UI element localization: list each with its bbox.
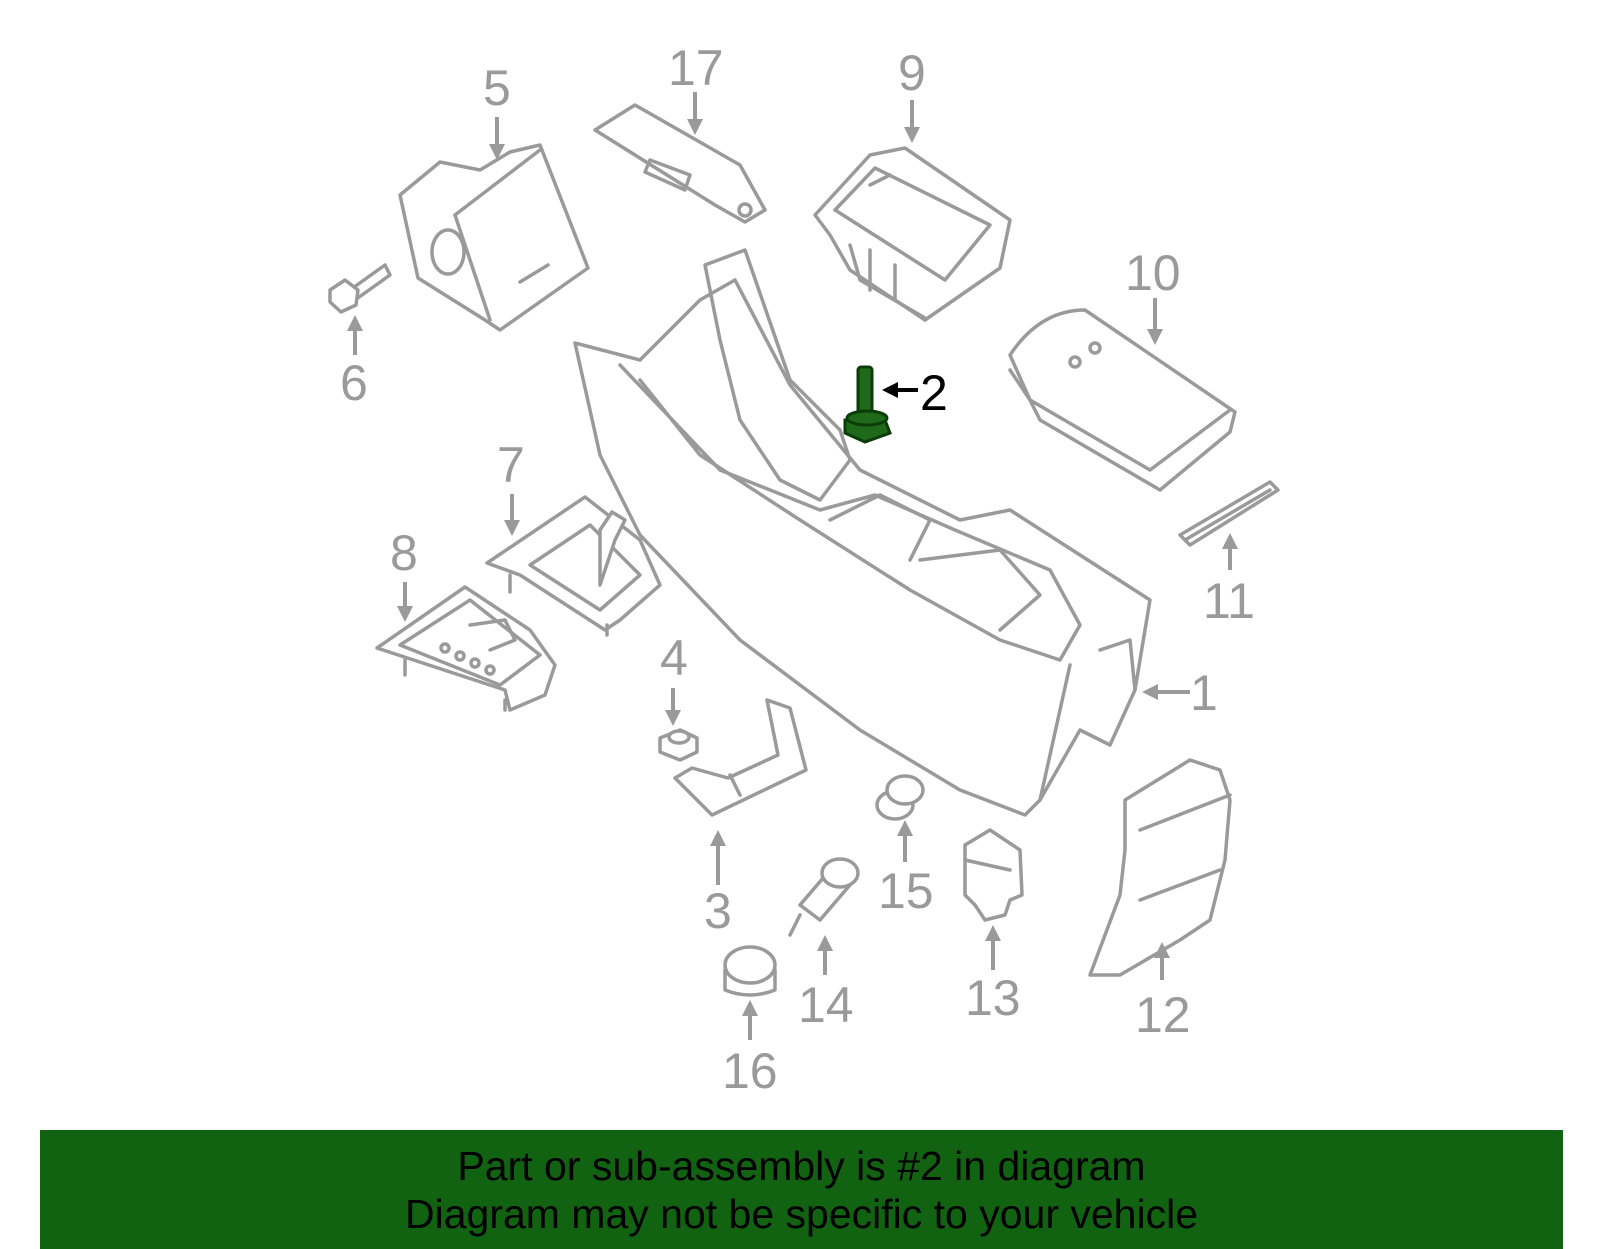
svg-text:7: 7 (497, 437, 525, 493)
svg-text:16: 16 (722, 1043, 778, 1099)
svg-text:12: 12 (1135, 987, 1191, 1043)
part-4-nut[interactable] (658, 728, 699, 762)
part-12-side-panel[interactable] (1088, 758, 1232, 977)
part-2-bolt-highlighted[interactable] (843, 365, 892, 444)
svg-text:3: 3 (704, 883, 732, 939)
svg-text:5: 5 (483, 60, 511, 116)
callout-7: 7 (497, 437, 525, 536)
callout-8: 8 (390, 525, 418, 622)
callout-9: 9 (898, 45, 926, 143)
svg-text:6: 6 (340, 355, 368, 411)
part-16-ring[interactable] (723, 945, 777, 997)
banner-line-2: Diagram may not be specific to your vehi… (404, 1191, 1198, 1237)
part-15-grommet[interactable] (875, 774, 925, 821)
callout-13: 13 (965, 925, 1021, 1026)
info-banner: Part or sub-assembly is #2 in diagram Di… (40, 1130, 1563, 1249)
svg-text:13: 13 (965, 970, 1021, 1026)
callout-11: 11 (1203, 533, 1255, 629)
svg-text:4: 4 (660, 630, 688, 686)
part-9-bin[interactable] (813, 146, 1012, 322)
callout-17: 17 (668, 40, 724, 135)
part-8-shifter-plate[interactable] (375, 585, 557, 712)
svg-text:15: 15 (878, 863, 934, 919)
callout-12: 12 (1135, 942, 1191, 1043)
callout-15: 15 (878, 820, 934, 919)
part-3-bracket[interactable] (673, 698, 808, 817)
callout-1: 1 (1142, 665, 1218, 721)
svg-text:2: 2 (920, 365, 948, 421)
callout-5: 5 (483, 60, 511, 160)
part-6-bolt[interactable] (328, 263, 392, 314)
callout-4: 4 (660, 630, 688, 726)
part-17-bracket[interactable] (593, 103, 767, 224)
part-14-socket[interactable] (788, 857, 860, 937)
callout-10: 10 (1125, 245, 1181, 345)
svg-text:17: 17 (668, 40, 724, 96)
part-5-panel[interactable] (398, 143, 590, 332)
svg-text:9: 9 (898, 45, 926, 101)
svg-text:14: 14 (798, 977, 854, 1033)
part-13-switch[interactable] (963, 828, 1024, 922)
banner-line-1: Part or sub-assembly is #2 in diagram (457, 1143, 1146, 1189)
callout-16: 16 (722, 1000, 778, 1099)
callout-2-highlighted: 2 (882, 365, 948, 421)
svg-text:10: 10 (1125, 245, 1181, 301)
callout-3: 3 (704, 830, 732, 939)
part-1-console[interactable] (573, 248, 1152, 817)
part-11-strip[interactable] (1178, 480, 1280, 547)
svg-text:1: 1 (1190, 665, 1218, 721)
svg-text:11: 11 (1203, 573, 1255, 629)
svg-text:8: 8 (390, 525, 418, 581)
part-10-armrest[interactable] (1008, 308, 1237, 492)
part-7-shifter-boot[interactable] (485, 495, 662, 637)
callout-6: 6 (340, 315, 368, 411)
callout-14: 14 (798, 935, 854, 1033)
